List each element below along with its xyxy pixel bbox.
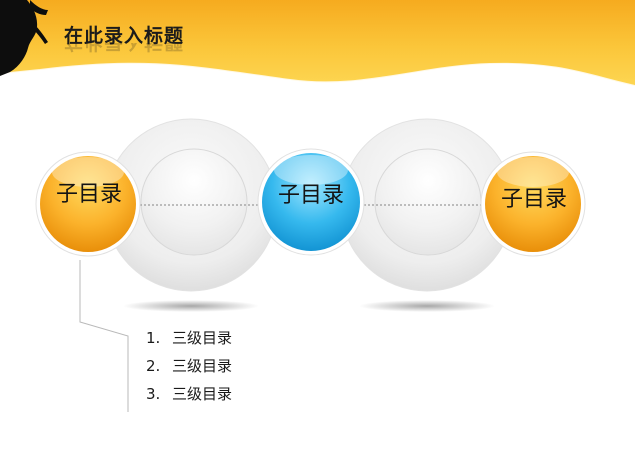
bubble-blue-center (257, 148, 365, 256)
ring-plate (104, 118, 278, 292)
list-item-text: 三级目录 (172, 385, 233, 403)
page-title: 在此录入标题 (64, 25, 185, 47)
ring-shadow (359, 300, 495, 312)
list-item: 3. 三级目录 (146, 382, 232, 410)
header-wave-line (0, 62, 635, 87)
page-title-reflection: 在此录入标题 (64, 43, 184, 57)
bubble-label-center: 子目录 (277, 183, 344, 208)
callout-line (79, 260, 129, 412)
bubble-label-left: 子目录 (55, 182, 122, 207)
list-item-text: 三级目录 (172, 329, 233, 347)
bubble-label-right: 子目录 (500, 187, 567, 212)
list-item-number: 1. (146, 329, 161, 347)
list-item: 2. 三级目录 (146, 354, 232, 382)
list-item-number: 3. (146, 385, 161, 403)
silhouette-figure-icon (0, 0, 48, 76)
ring-shadow (123, 300, 259, 312)
bubble-orange-right (480, 151, 586, 257)
list-item-text: 三级目录 (172, 357, 233, 375)
list-item: 1. 三级目录 (146, 326, 232, 354)
sub-list: 1. 三级目录 2. 三级目录 3. 三级目录 (146, 326, 232, 410)
list-item-number: 2. (146, 357, 161, 375)
bubble-orange-left (35, 151, 141, 257)
